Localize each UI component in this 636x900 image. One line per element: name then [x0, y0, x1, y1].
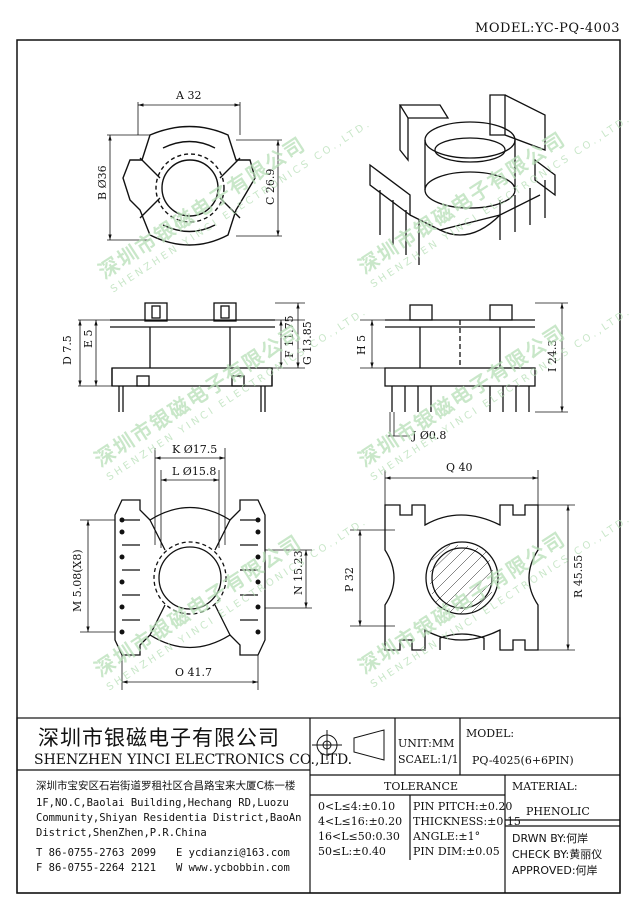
side-view [384, 304, 536, 412]
front-view [110, 302, 275, 412]
address-en-line1: 1F,NO.C,Baolai Building,Hechang RD,Luozu [36, 797, 289, 809]
unit: UNIT:MM [398, 737, 455, 750]
dim-p: P 32 [343, 567, 356, 592]
tolerance-row: ANGLE:±1° [413, 830, 481, 843]
model-value: PQ-4025(6+6PIN) [472, 754, 574, 767]
tolerance-row: THICKNESS:±0.15 [413, 815, 521, 828]
scale: SCAEL:1/1 [398, 753, 459, 766]
website: W www.ycbobbin.com [176, 862, 290, 874]
dim-a: A 32 [176, 89, 202, 102]
plan-view-dims [350, 470, 575, 651]
isometric-view [369, 94, 556, 265]
dim-r: R 45.55 [572, 554, 585, 598]
address-cn: 深圳市宝安区石岩街道罗租社区合昌路宝来大厦C栋一楼 [36, 780, 296, 792]
tolerance-row: 0<L≤4:±0.10 [318, 800, 396, 813]
drawn-by: DRWN BY:何岸 [512, 832, 589, 845]
top-view-dims [107, 102, 282, 241]
company-name-en: SHENZHEN YINCI ELECTRONICS CO.,LTD. [34, 752, 353, 768]
dim-h: H 5 [355, 334, 368, 355]
phone: T 86-0755-2763 2099 [36, 847, 157, 859]
tolerance-row: 16<L≤50:0.30 [318, 830, 400, 843]
tolerance-row: PIN PITCH:±0.20 [413, 800, 513, 813]
model-header: MODEL:YC-PQ-4003 [475, 21, 620, 36]
email: E ycdianzi@163.com [176, 847, 290, 859]
dim-l: L Ø15.8 [172, 465, 217, 478]
model-label: MODEL: [466, 727, 515, 740]
address-en-line3: District,ShenZhen,P.R.China [36, 827, 207, 839]
side-view-dims [360, 302, 568, 437]
front-view-dims [78, 302, 305, 387]
dim-d: D 7.5 [61, 335, 74, 365]
bottom-view-pins [119, 517, 261, 635]
top-view [122, 125, 256, 246]
company-name-cn: 深圳市银磁电子有限公司 [38, 726, 280, 750]
address-en-line2: Community,Shiyan Residentia District,Bao… [36, 812, 302, 824]
dim-e: E 5 [82, 329, 95, 348]
projection-symbol [312, 729, 385, 761]
tolerance-label: TOLERANCE [384, 780, 458, 793]
dim-m: M 5.08(X8) [71, 549, 84, 612]
plan-view-hatch [429, 544, 495, 615]
material-label: MATERIAL: [512, 780, 578, 793]
tolerance-row: 4<L≤16:±0.20 [318, 815, 403, 828]
tolerance-row: 50≤L:±0.40 [318, 845, 386, 858]
dim-o: O 41.7 [175, 666, 213, 679]
checked-by: CHECK BY:黄丽仪 [512, 848, 603, 861]
dim-b: B Ø36 [96, 165, 109, 200]
title-block-lines [16, 717, 621, 894]
dim-j: J Ø0.8 [412, 429, 447, 442]
fax: F 86-0755-2264 2121 [36, 862, 157, 874]
material-value: PHENOLIC [526, 805, 590, 818]
tolerance-row: PIN DIM:±0.05 [413, 845, 500, 858]
bottom-view-dims [80, 448, 312, 690]
dim-k: K Ø17.5 [172, 443, 218, 456]
dim-q: Q 40 [446, 461, 473, 474]
approved-by: APPROVED:何岸 [512, 864, 598, 877]
